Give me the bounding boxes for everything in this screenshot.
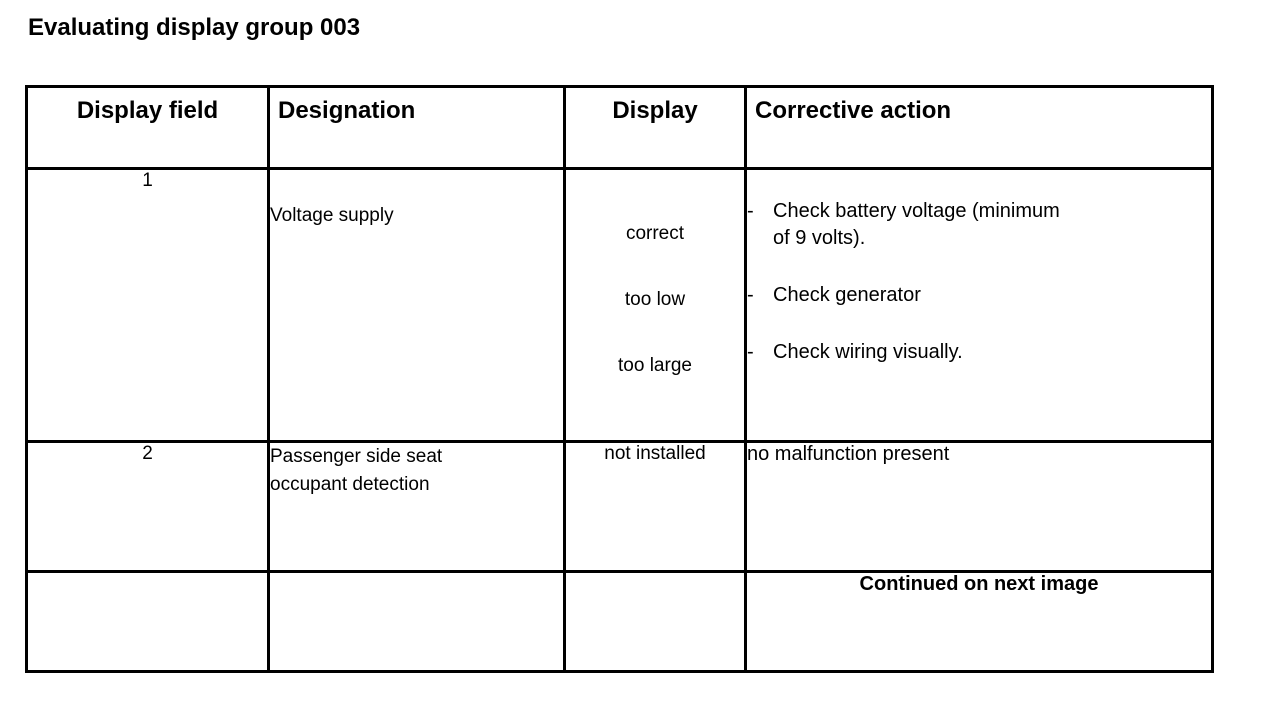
designation-line: occupant detection xyxy=(270,474,430,495)
dash-bullet-icon: - xyxy=(747,200,754,222)
table-row: 1 Voltage supply correct too low too lar… xyxy=(25,167,1214,443)
cell-designation-empty xyxy=(267,570,566,673)
column-header-corrective-action: Corrective action xyxy=(744,85,1214,170)
corrective-action-line: Check battery voltage (minimum xyxy=(773,200,1060,222)
display-group-table: Display field Designation Display Correc… xyxy=(25,85,1214,673)
display-value: too large xyxy=(618,355,692,376)
cell-display-field-empty xyxy=(25,570,270,673)
cell-designation: Passenger side seat occupant detection xyxy=(267,440,566,573)
dash-bullet-icon: - xyxy=(747,284,754,306)
designation-line: Voltage supply xyxy=(270,205,394,226)
column-header-display-field: Display field xyxy=(25,85,270,170)
corrective-action-item: - Check generator xyxy=(747,282,1211,309)
corrective-action-line: Check generator xyxy=(773,284,921,306)
cell-display: not installed xyxy=(563,440,747,573)
cell-display: correct too low too large xyxy=(563,167,747,443)
cell-display-field: 1 xyxy=(25,167,270,443)
designation-line: Passenger side seat xyxy=(270,446,443,467)
cell-display-field: 2 xyxy=(25,440,270,573)
display-value: too low xyxy=(624,289,686,310)
dash-bullet-icon: - xyxy=(747,341,754,363)
cell-corrective-action: - Check battery voltage (minimum of 9 vo… xyxy=(744,167,1214,443)
table-row: 2 Passenger side seat occupant detection… xyxy=(25,440,1214,573)
column-header-display: Display xyxy=(563,85,747,170)
corrective-action-item: - Check wiring visually. xyxy=(747,339,1211,366)
table-footer-row: Continued on next image xyxy=(25,570,1214,673)
column-header-corrective-action-label: Corrective action xyxy=(755,97,952,124)
corrective-action-line: no malfunction present xyxy=(747,443,950,465)
column-header-designation: Designation xyxy=(267,85,566,170)
display-value: not installed xyxy=(604,443,706,464)
column-header-display-field-label: Display field xyxy=(76,97,219,124)
column-header-designation-label: Designation xyxy=(278,97,416,124)
corrective-action-line: Check wiring visually. xyxy=(773,341,963,363)
table-header-row: Display field Designation Display Correc… xyxy=(25,85,1214,170)
corrective-action-line: of 9 volts). xyxy=(773,227,866,249)
corrective-action-item: - Check battery voltage (minimum of 9 vo… xyxy=(747,198,1211,252)
cell-corrective-action: no malfunction present xyxy=(744,440,1214,573)
display-value: correct xyxy=(625,223,685,244)
cell-display-empty xyxy=(563,570,747,673)
cell-designation: Voltage supply xyxy=(267,167,566,443)
continued-note: Continued on next image xyxy=(744,570,1214,673)
column-header-display-label: Display xyxy=(612,97,698,124)
page-title: Evaluating display group 003 xyxy=(28,14,361,41)
